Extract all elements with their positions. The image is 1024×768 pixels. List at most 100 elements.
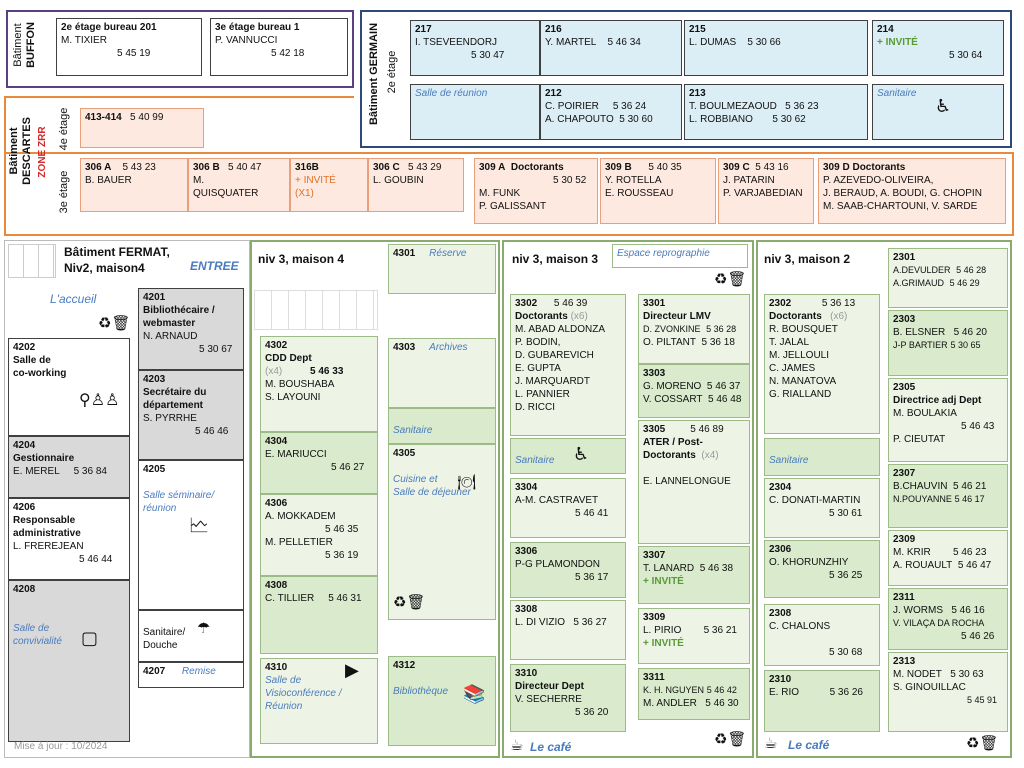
fermat-title: Bâtiment FERMAT,Niv2, maison4 (64, 245, 170, 275)
room-sanitaire-douche: Sanitaire/Douche ☂ (138, 610, 244, 662)
dining-icon: 🍽 (457, 474, 477, 491)
room-m3-sanitaire: Sanitaire ♿ (510, 438, 626, 474)
buffon-frame (6, 10, 354, 88)
descartes-frame-5 (1012, 152, 1014, 236)
fermat-frame (4, 240, 250, 758)
maison3-title: niv 3, maison 3 (512, 252, 599, 266)
coffee-icon-m3: ☕ (510, 737, 524, 754)
trash-recycle-icon-m2: ♻🗑 (966, 735, 999, 752)
coworking-icon: ⚲♙♙ (79, 392, 120, 409)
trash-recycle-icon-4305: ♻🗑 (393, 594, 426, 611)
wheelchair-icon: ♿ (935, 96, 952, 116)
floor-4: 4e étage (58, 107, 70, 151)
germain-label: Bâtiment GERMAIN (368, 22, 380, 126)
fermat-accueil: L'accueil (50, 292, 97, 306)
cafe-m3: Le café (530, 740, 572, 754)
maison4-title: niv 3, maison 4 (258, 252, 345, 266)
fermat-entree: ENTREE (190, 259, 239, 273)
germain-floor: 2e étage (386, 50, 398, 94)
fermat-stair (8, 244, 56, 278)
room-4301: 4301 Réserve (388, 244, 496, 294)
trash-recycle-icon: ♻🗑 (98, 315, 131, 332)
maison4-frame (250, 240, 500, 758)
descartes-frame-4 (4, 234, 1014, 236)
books-icon: 📚 (463, 684, 486, 704)
maison3-frame (502, 240, 754, 758)
room-m4-sanitaire: Sanitaire (388, 408, 496, 444)
floor-3: 3e étage (58, 170, 70, 214)
descartes-frame-2 (4, 96, 6, 236)
room-4207: 4207 Remise (138, 662, 244, 688)
maison2-title: niv 3, maison 2 (764, 252, 851, 266)
trash-recycle-icon-m3b: ♻🗑 (714, 731, 747, 748)
descartes-zone: ZONE ZRR (37, 126, 48, 178)
coffee-icon-m2: ☕ (764, 735, 778, 752)
update-date: Mise à jour : 10/2024 (14, 741, 108, 752)
room-m2-sanitaire: Sanitaire (764, 438, 880, 476)
room-salle-reunion: Salle de réunion (410, 84, 540, 140)
video-icon: ▶ (345, 660, 359, 680)
trash-recycle-icon-m3: ♻🗑 (714, 271, 747, 288)
sofa-icon: ▢ (81, 628, 99, 648)
m4-stair (254, 290, 378, 330)
descartes-frame (4, 96, 354, 98)
presentation-icon: 🗠 (189, 515, 210, 537)
maison2-frame (756, 240, 1012, 758)
wheelchair-icon-m3: ♿ (573, 444, 590, 464)
room-413-414: 413-414 5 40 99 (80, 108, 204, 148)
room-316b: 316B+ INVITÉ(X1) (290, 158, 368, 212)
cafe-m2: Le café (788, 738, 830, 752)
